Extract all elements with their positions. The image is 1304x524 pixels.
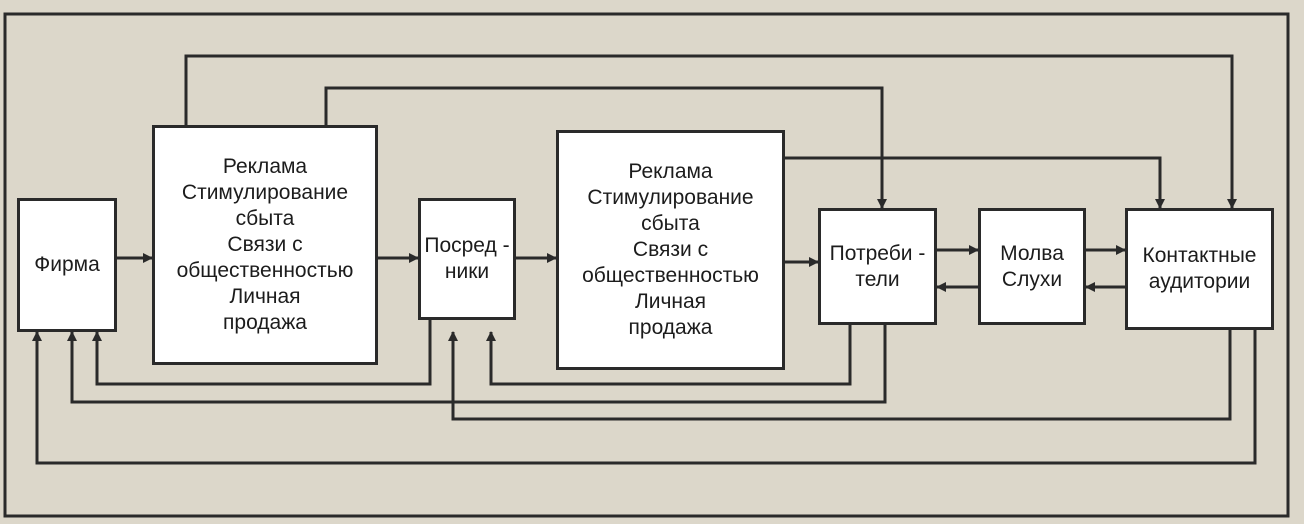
node-posredniki: Посред - ники [418,198,516,320]
node-promo2-line: Реклама [628,160,713,183]
node-potrebiteli-line: тели [855,267,900,291]
node-kontaktnye-auditorii: Контактные аудитории [1125,208,1274,330]
route-promo1-to-potrebiteli [324,86,887,209]
node-promo1-line: Личная [229,285,301,308]
node-potrebiteli-line: Потреби - [829,241,926,265]
route-promo2-to-kontaktnye [785,156,1165,209]
node-promo1-line: Стимулирование [181,181,349,204]
route-posredniki-to-firma [92,320,432,386]
node-promo1-line: Связи с [227,233,303,256]
node-promo-mix-1: Реклама Стимулирование сбыта Связи с общ… [152,125,378,365]
node-kontaktnye-line: Контактные [1142,244,1257,267]
node-promo2-line: Связи с [632,238,709,261]
node-molva-line: Молва [1000,241,1064,265]
node-promo2-line: общественностью [582,264,759,287]
node-posredniki-line: ники [444,260,490,283]
route-potrebiteli-to-posredniki [486,325,852,386]
node-promo1-line: общественностью [176,259,354,282]
route-promo1-to-kontaktnye [184,54,1237,209]
node-promo1-line: Реклама [222,155,308,178]
node-kontaktnye-line: аудитории [1148,270,1251,293]
node-promo2-line: сбыта [641,212,700,235]
node-molva-sluhi: Молва Слухи [978,208,1086,325]
node-promo1-line: сбыта [235,207,295,230]
route-potrebiteli-to-firma [67,325,887,404]
node-firma-line: Фирма [34,253,100,276]
node-posredniki-line: Посред - [424,234,510,257]
route-kontaktnye-to-firma [32,330,1257,465]
route-kontaktnye-to-posredniki [448,330,1232,421]
node-promo-mix-2: Реклама Стимулирование сбыта Связи с общ… [556,130,785,370]
node-promo2-line: Личная [634,290,707,313]
node-potrebiteli: Потреби - тели [818,208,937,325]
node-firma: Фирма [17,198,117,332]
node-promo2-line: Стимулирование [587,186,754,209]
node-promo1-line: продажа [223,311,307,334]
node-promo2-line: продажа [628,316,713,339]
outer-frame [3,12,1290,518]
node-molva-line: Слухи [1001,267,1063,291]
